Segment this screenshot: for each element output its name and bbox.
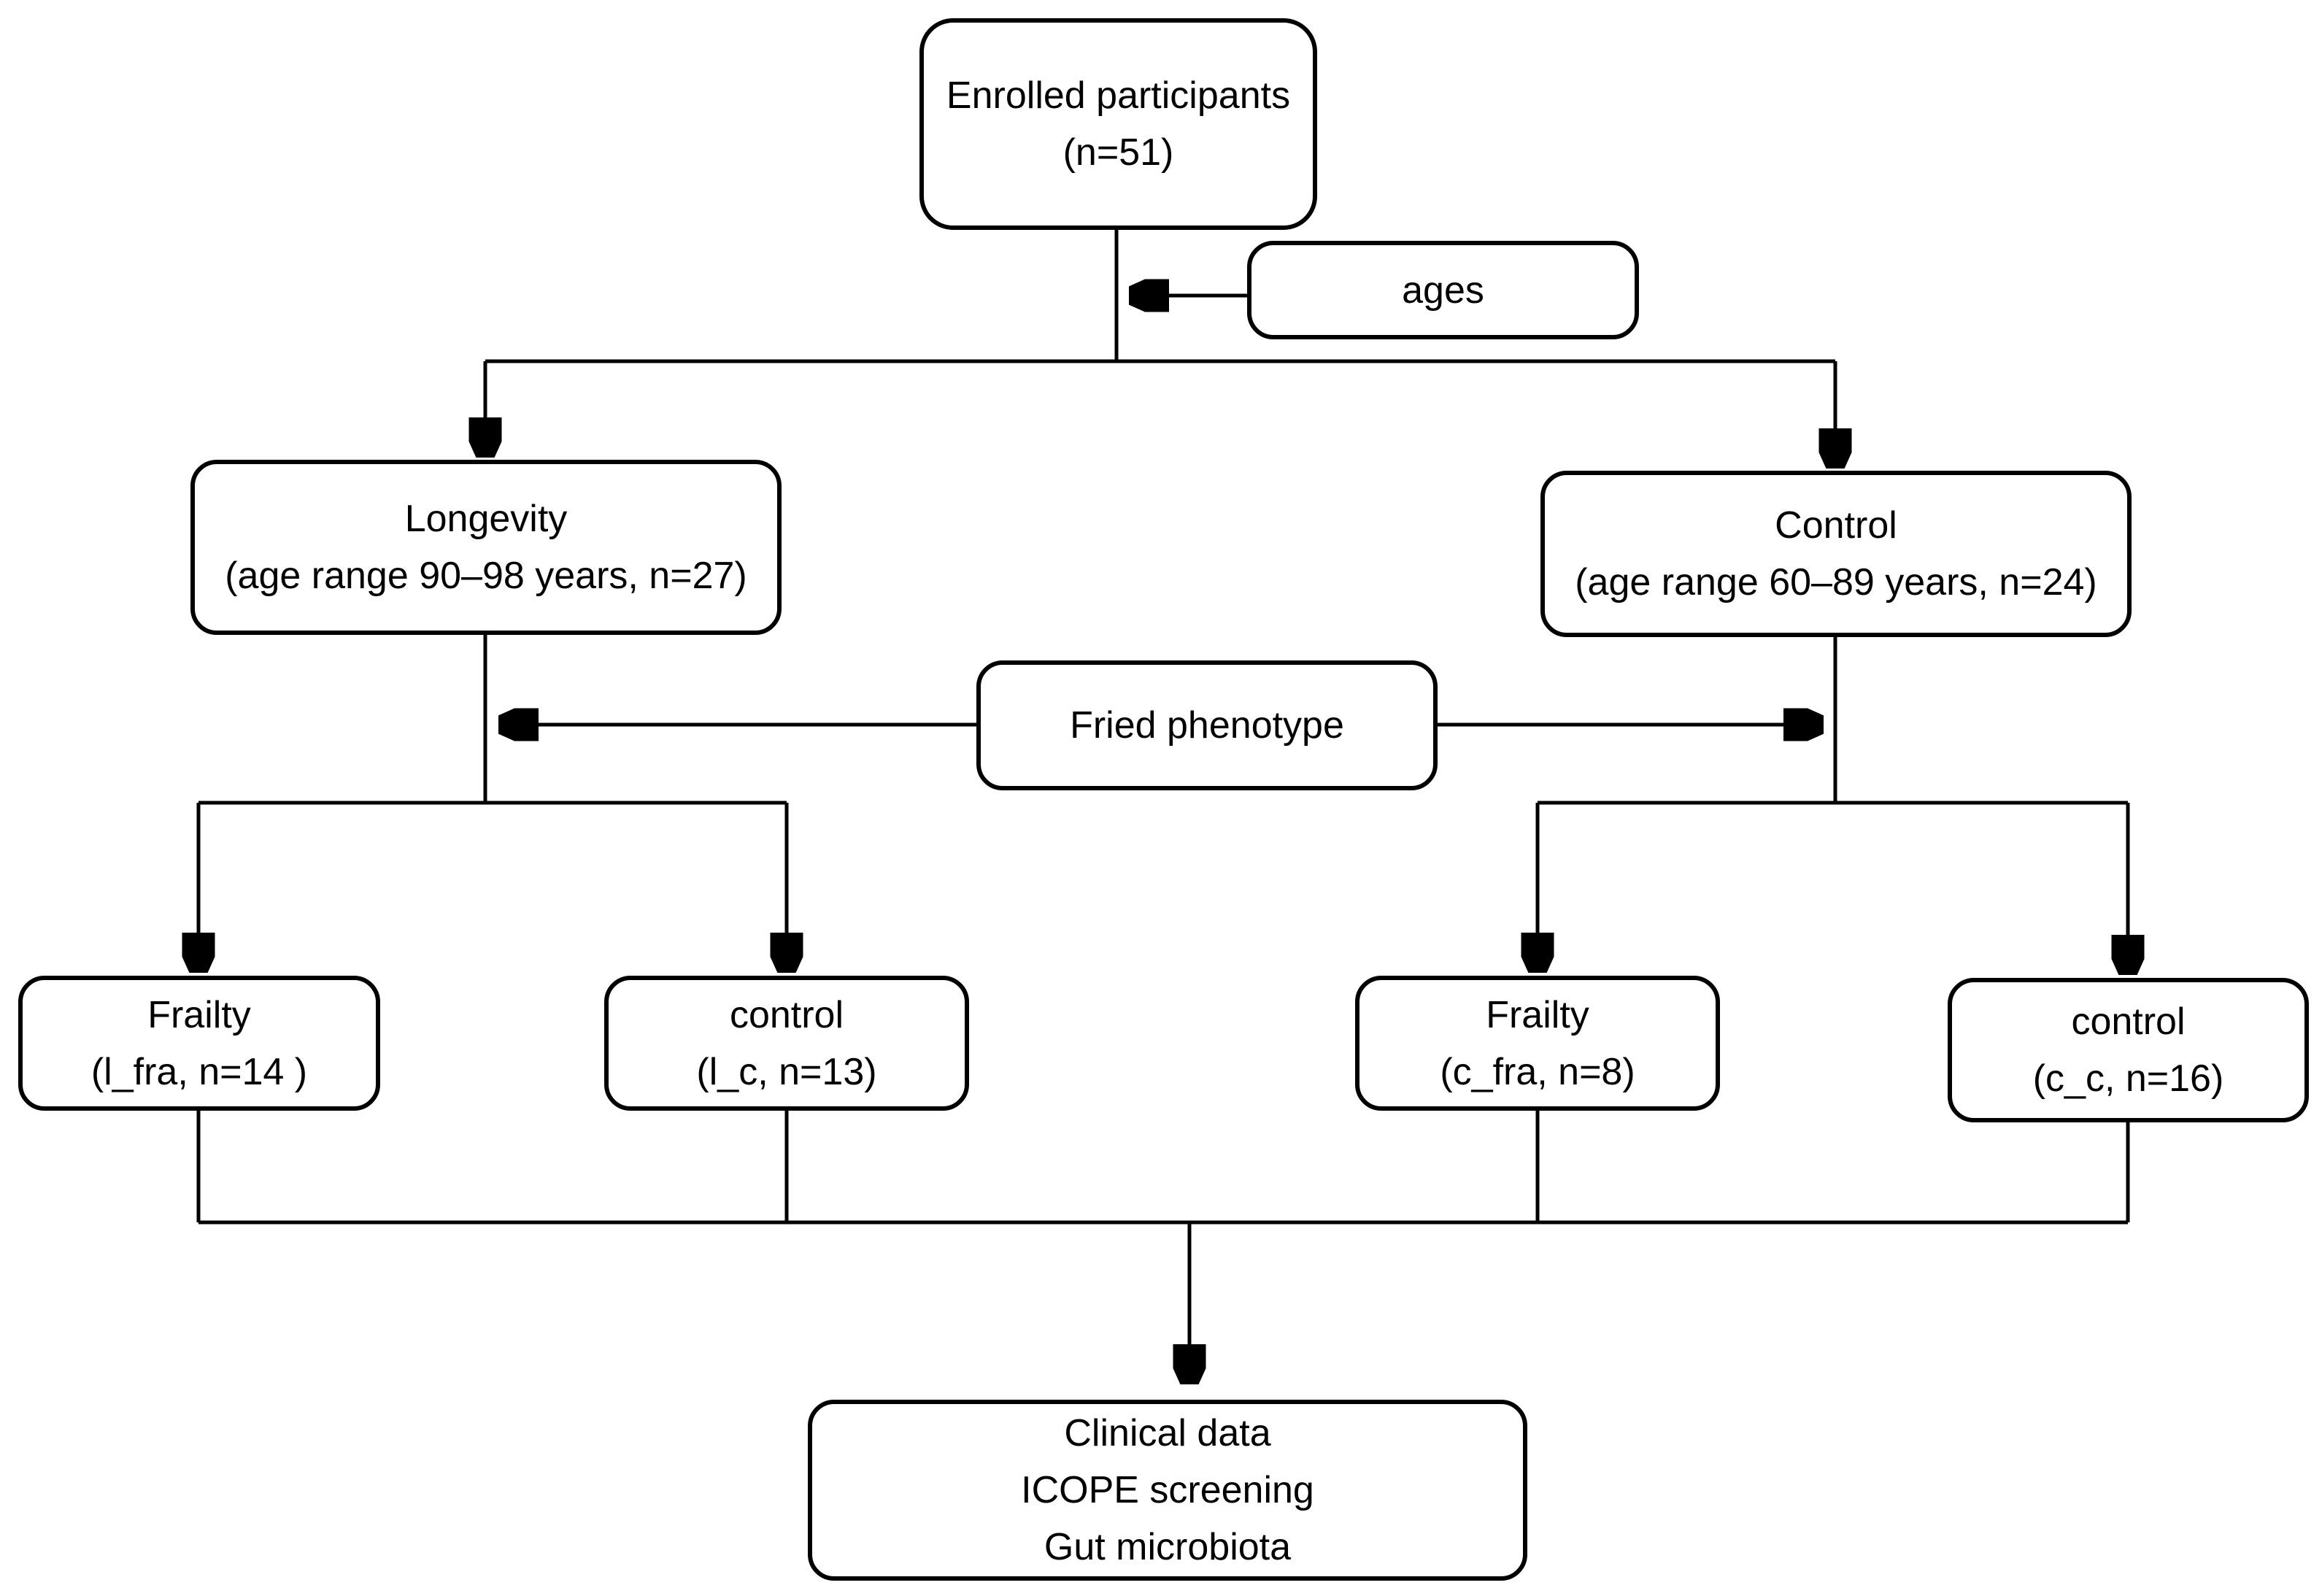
- node-c-fra-subtitle: (c_fra, n=8): [1440, 1050, 1635, 1093]
- node-control-group: Control (age range 60–89 years, n=24): [1540, 471, 2132, 637]
- node-outcome-assessments: Clinical data ICOPE screening Gut microb…: [808, 1400, 1527, 1581]
- node-fried-label: Fried phenotype: [1070, 704, 1344, 747]
- node-c-c-title: control: [2071, 1001, 2186, 1043]
- node-control-control: control (c_c, n=16): [1948, 978, 2309, 1122]
- node-enrolled-participants: Enrolled participants (n=51): [919, 18, 1317, 230]
- node-c-fra-title: Frailty: [1486, 993, 1589, 1036]
- node-enrolled-count: (n=51): [1062, 131, 1174, 174]
- node-outcome-line1: Clinical data: [1064, 1412, 1271, 1454]
- node-longevity-control: control (l_c, n=13): [604, 976, 969, 1111]
- node-longevity-group: Longevity (age range 90–98 years, n=27): [190, 460, 782, 635]
- node-l-fra-subtitle: (l_fra, n=14 ): [90, 1050, 308, 1093]
- node-l-fra-title: Frailty: [147, 993, 251, 1036]
- node-l-c-title: control: [729, 993, 844, 1036]
- node-control-subtitle: (age range 60–89 years, n=24): [1575, 561, 2097, 604]
- node-enrolled-title: Enrolled participants: [946, 74, 1291, 117]
- node-outcome-line2: ICOPE screening: [1021, 1469, 1314, 1511]
- node-outcome-line3: Gut microbiota: [1044, 1526, 1292, 1568]
- node-longevity-subtitle: (age range 90–98 years, n=27): [225, 555, 747, 597]
- node-longevity-frailty: Frailty (l_fra, n=14 ): [18, 976, 380, 1111]
- node-fried-phenotype: Fried phenotype: [976, 660, 1438, 790]
- node-ages: ages: [1247, 241, 1639, 339]
- node-l-c-subtitle: (l_c, n=13): [696, 1050, 877, 1093]
- node-control-title: Control: [1775, 504, 1897, 547]
- node-c-c-subtitle: (c_c, n=16): [2032, 1057, 2224, 1100]
- node-longevity-title: Longevity: [404, 498, 568, 540]
- node-ages-label: ages: [1402, 269, 1484, 312]
- node-control-frailty: Frailty (c_fra, n=8): [1355, 976, 1720, 1111]
